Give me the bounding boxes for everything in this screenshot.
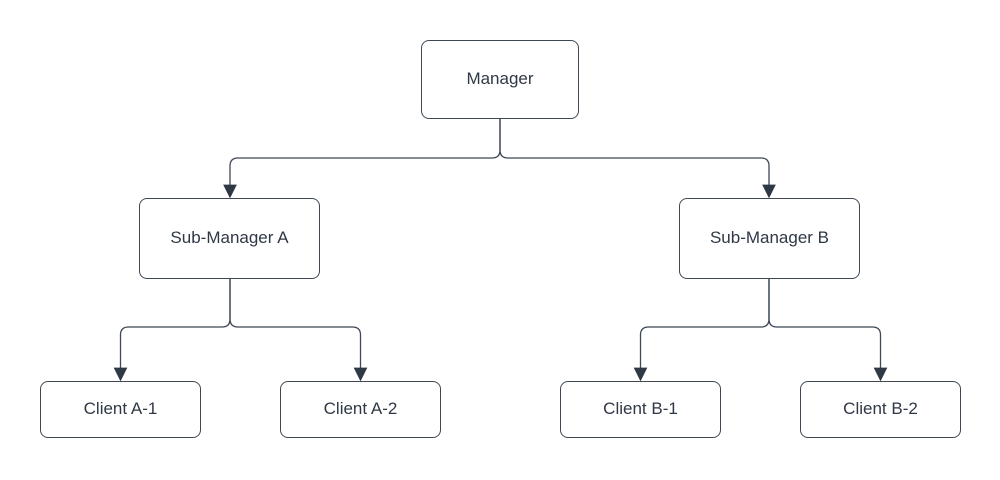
- node-client-a2: Client A-2: [280, 381, 441, 438]
- node-sub-manager-b-label: Sub-Manager B: [709, 228, 830, 248]
- node-sub-manager-a: Sub-Manager A: [139, 198, 320, 279]
- arrowhead-client-b1: [633, 367, 648, 382]
- arrowhead-client-b2: [873, 367, 888, 382]
- node-client-a2-label: Client A-2: [323, 399, 398, 419]
- node-sub-manager-a-label: Sub-Manager A: [170, 228, 289, 248]
- arrowhead-client-a2: [353, 367, 368, 382]
- node-manager-label: Manager: [466, 69, 534, 89]
- connector-manager-to-sub-manager-b: [499, 119, 770, 185]
- node-client-b2: Client B-2: [800, 381, 961, 438]
- arrowhead-sub-manager-b: [762, 184, 776, 199]
- arrowhead-client-a1: [113, 367, 128, 382]
- node-manager: Manager: [421, 40, 579, 119]
- arrowhead-sub-manager-a: [223, 184, 237, 199]
- node-sub-manager-b: Sub-Manager B: [679, 198, 860, 279]
- connector-sub-manager-a-to-client-a1: [119, 279, 231, 368]
- node-client-b2-label: Client B-2: [843, 399, 918, 419]
- node-client-b1-label: Client B-1: [603, 399, 678, 419]
- connector-sub-manager-a-to-client-a2: [229, 279, 362, 368]
- connector-sub-manager-b-to-client-b1: [639, 279, 770, 368]
- node-client-a1-label: Client A-1: [83, 399, 158, 419]
- connector-manager-to-sub-manager-a: [229, 119, 501, 185]
- connector-sub-manager-b-to-client-b2: [768, 279, 882, 368]
- node-client-a1: Client A-1: [40, 381, 201, 438]
- node-client-b1: Client B-1: [560, 381, 721, 438]
